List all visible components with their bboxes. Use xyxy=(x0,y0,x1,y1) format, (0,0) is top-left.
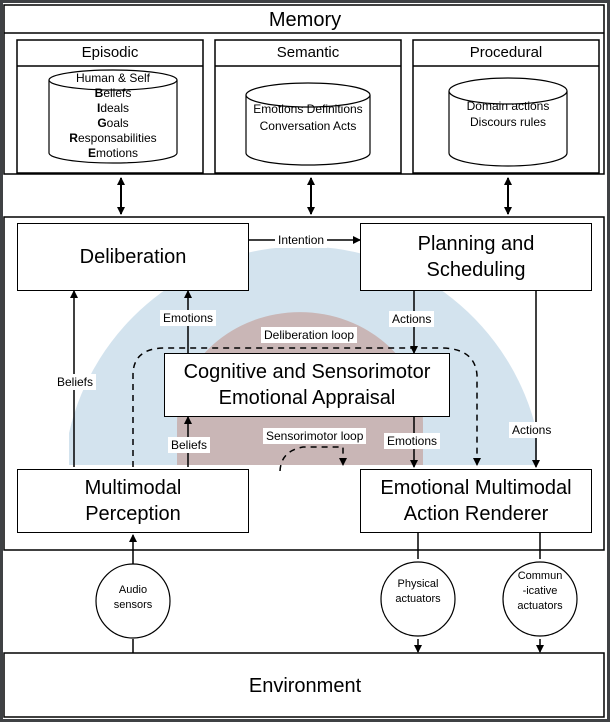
communicative-actuators-label: Commun -icative actuators xyxy=(517,570,563,612)
environment-box xyxy=(3,652,605,718)
procedural-cylinder xyxy=(448,77,568,167)
procedural-line: Domain actions xyxy=(466,99,550,113)
sensorimotor-loop-label: Sensorimotor loop xyxy=(263,428,367,444)
audio-sensors-circle xyxy=(95,563,171,639)
episodic-item: Goals xyxy=(97,116,129,130)
episodic-title: Episodic xyxy=(81,44,139,61)
procedural-title: Procedural xyxy=(469,44,543,61)
diagram-canvas: Memory Episodic Semantic Procedural Huma… xyxy=(3,3,607,719)
episodic-item: Responsabilities xyxy=(69,131,157,145)
beliefs-left-label: Beliefs xyxy=(54,374,97,390)
sensorimotor-loop-path xyxy=(279,446,347,472)
communicative-actuators-circle xyxy=(502,561,578,637)
procedural-line: Discours rules xyxy=(469,115,547,129)
memory-title: Memory xyxy=(268,9,342,31)
physical-actuators-circle xyxy=(380,561,456,637)
deliberation-loop-path xyxy=(132,347,481,467)
intention-label: Intention xyxy=(275,232,328,248)
actions-down-label: Actions xyxy=(389,311,435,327)
semantic-line: Conversation Acts xyxy=(259,119,357,133)
beliefs-inner-label: Beliefs xyxy=(168,437,211,453)
procedural-content: Domain actions Discours rules xyxy=(443,98,573,130)
perception-box: Multimodal Perception xyxy=(17,469,249,533)
episodic-content: Human & Self Beliefs Ideals Goals Respon… xyxy=(49,71,177,161)
actions-right-label: Actions xyxy=(509,422,555,438)
episodic-item: Ideals xyxy=(96,101,130,115)
semantic-title: Semantic xyxy=(276,44,340,61)
semantic-line: Emotions Definitions xyxy=(253,102,363,116)
episodic-item: Emotions xyxy=(87,146,139,160)
deliberation-box: Deliberation xyxy=(17,223,249,291)
renderer-box: Emotional Multimodal Action Renderer xyxy=(360,469,592,533)
semantic-content: Emotions Definitions Conversation Acts xyxy=(239,101,377,135)
emotions-down-label: Emotions xyxy=(384,433,441,449)
emotions-up-label: Emotions xyxy=(160,310,217,326)
environment-title: Environment xyxy=(248,675,362,697)
episodic-cylinder xyxy=(48,69,178,164)
deliberation-loop-label: Deliberation loop xyxy=(261,327,358,343)
physical-actuators-label: Physical actuators xyxy=(395,578,441,605)
episodic-header: Human & Self xyxy=(75,71,151,85)
audio-sensors-label: Audio sensors xyxy=(113,584,153,611)
planning-box: Planning and Scheduling xyxy=(360,223,592,291)
episodic-item: Beliefs xyxy=(94,86,132,100)
appraisal-box: Cognitive and Sensorimotor Emotional App… xyxy=(164,353,450,417)
semantic-cylinder xyxy=(245,82,371,166)
